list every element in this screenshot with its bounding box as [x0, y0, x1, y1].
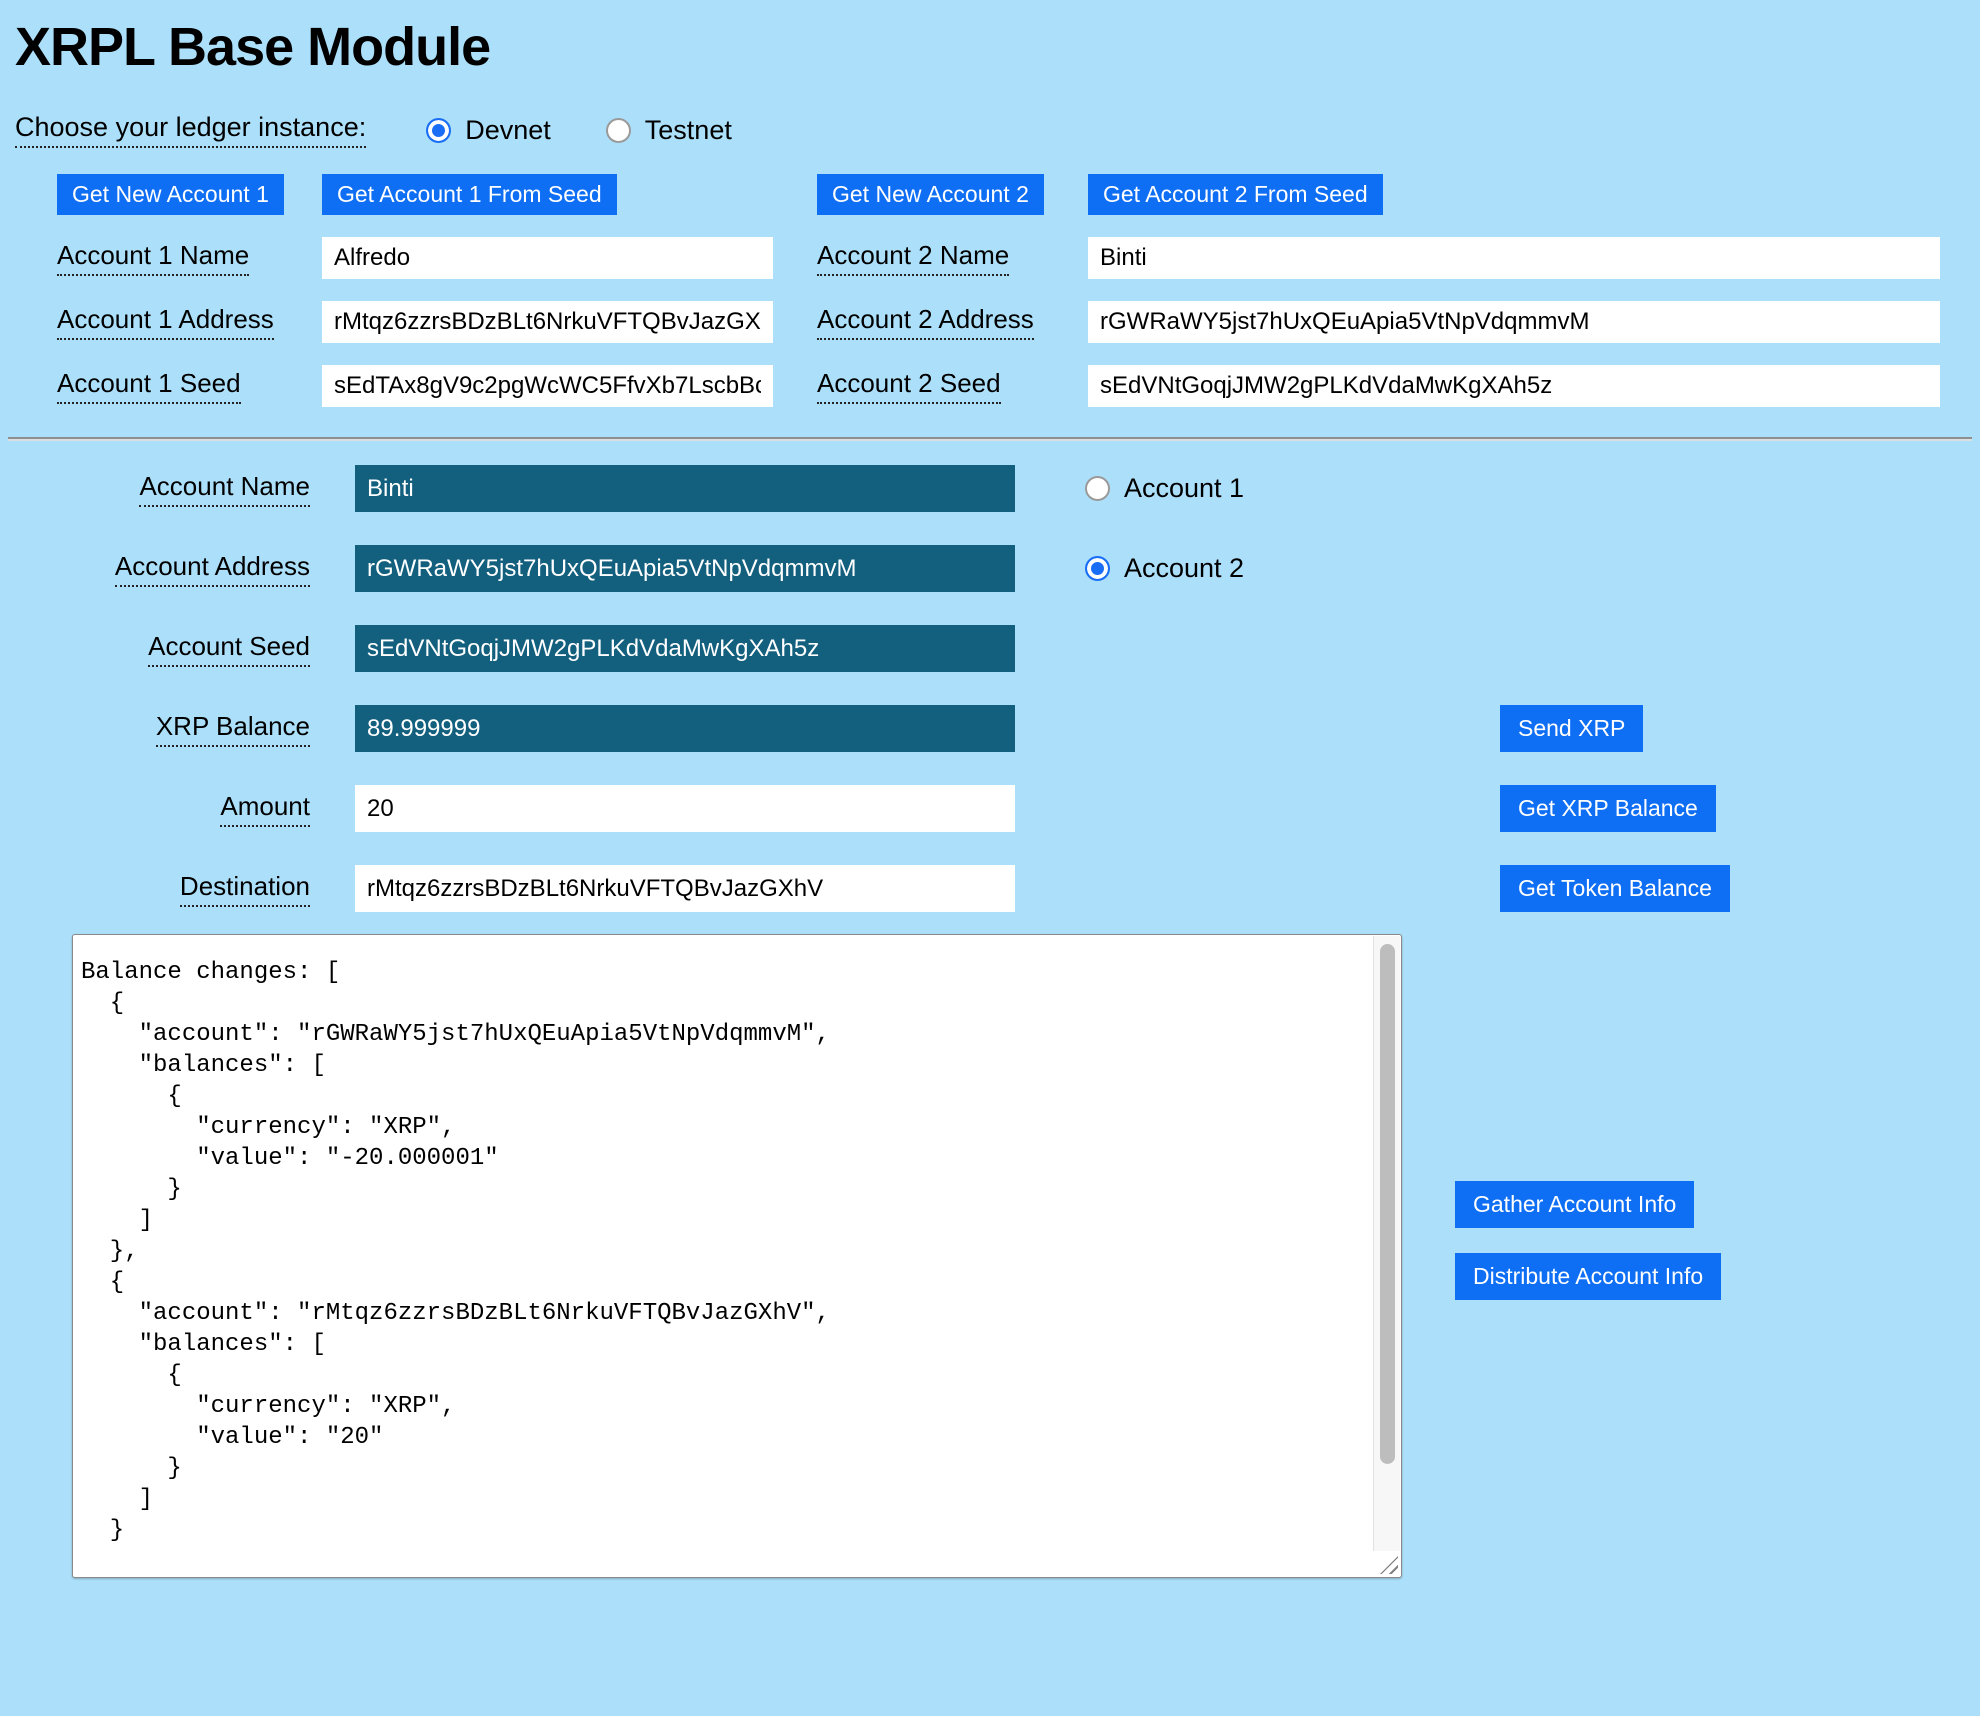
page-title: XRPL Base Module: [15, 17, 491, 77]
account-1-seed-label: Account 1 Seed: [57, 368, 241, 404]
account-2-name-input[interactable]: [1088, 237, 1940, 279]
account-1-name-label: Account 1 Name: [57, 240, 250, 276]
output-scrollbar-thumb[interactable]: [1380, 944, 1395, 1464]
destination-label: Destination: [179, 871, 310, 907]
account-1-name-input[interactable]: [322, 237, 773, 279]
devnet-radio[interactable]: [426, 117, 452, 143]
xrp-balance-input[interactable]: [355, 705, 1015, 752]
output-scrollbar[interactable]: [1373, 936, 1400, 1551]
account-2-radio-label: Account 2: [1124, 553, 1245, 583]
account-address-label: Account Address: [114, 551, 310, 587]
account-2-address-input[interactable]: [1088, 301, 1940, 343]
account-seed-input[interactable]: [355, 625, 1015, 672]
testnet-label: Testnet: [644, 114, 732, 145]
output-section: Balance changes: [ { "account": "rGWRaWY…: [0, 934, 1980, 1594]
account-address-input[interactable]: [355, 545, 1015, 592]
destination-input[interactable]: [355, 865, 1015, 912]
account-1-address-input[interactable]: [322, 301, 773, 343]
distribute-account-info-button[interactable]: Distribute Account Info: [1455, 1253, 1722, 1300]
get-account-2-from-seed-button[interactable]: Get Account 2 From Seed: [1088, 174, 1383, 215]
info-buttons: Gather Account Info Distribute Account I…: [1455, 1181, 1722, 1300]
account-name-label: Account Name: [139, 471, 310, 507]
ledger-option-testnet[interactable]: Testnet: [605, 114, 732, 146]
selected-account-section: Account Name Account 1 Account Address A…: [0, 465, 1980, 912]
testnet-radio[interactable]: [605, 117, 631, 143]
get-new-account-1-button[interactable]: Get New Account 1: [57, 174, 284, 215]
devnet-label: Devnet: [465, 114, 551, 145]
results-textarea[interactable]: Balance changes: [ { "account": "rGWRaWY…: [72, 934, 1402, 1578]
xrp-balance-label: XRP Balance: [155, 711, 310, 747]
get-xrp-balance-button[interactable]: Get XRP Balance: [1500, 785, 1716, 832]
ledger-instance-row: Choose your ledger instance: Devnet Test…: [15, 112, 1980, 148]
account-2-seed-label: Account 2 Seed: [817, 368, 1001, 404]
account-2-address-label: Account 2 Address: [817, 304, 1034, 340]
balance-changes-output: Balance changes: [ { "account": "rGWRaWY…: [81, 959, 830, 1544]
account-1-radio-label: Account 1: [1124, 473, 1245, 503]
account-1-address-label: Account 1 Address: [57, 304, 274, 340]
section-divider: [8, 437, 1972, 439]
account-2-name-label: Account 2 Name: [817, 240, 1010, 276]
amount-input[interactable]: [355, 785, 1015, 832]
gather-account-info-button[interactable]: Gather Account Info: [1455, 1181, 1695, 1228]
send-xrp-button[interactable]: Send XRP: [1500, 705, 1644, 752]
account-seed-label: Account Seed: [148, 631, 310, 667]
account-1-radio[interactable]: [1085, 476, 1110, 501]
get-token-balance-button[interactable]: Get Token Balance: [1500, 865, 1730, 912]
get-new-account-2-button[interactable]: Get New Account 2: [817, 174, 1044, 215]
ledger-instance-label: Choose your ledger instance:: [15, 112, 367, 148]
account-1-seed-input[interactable]: [322, 365, 773, 407]
get-account-1-from-seed-button[interactable]: Get Account 1 From Seed: [322, 174, 617, 215]
account-name-input[interactable]: [355, 465, 1015, 512]
accounts-grid: Get New Account 1 Get Account 1 From See…: [57, 174, 1980, 407]
ledger-option-devnet[interactable]: Devnet: [426, 115, 551, 146]
account-2-seed-input[interactable]: [1088, 365, 1940, 407]
amount-label: Amount: [220, 791, 310, 827]
select-account-1-option[interactable]: Account 1: [1085, 473, 1244, 504]
account-2-radio[interactable]: [1085, 556, 1110, 581]
select-account-2-option[interactable]: Account 2: [1085, 553, 1244, 584]
